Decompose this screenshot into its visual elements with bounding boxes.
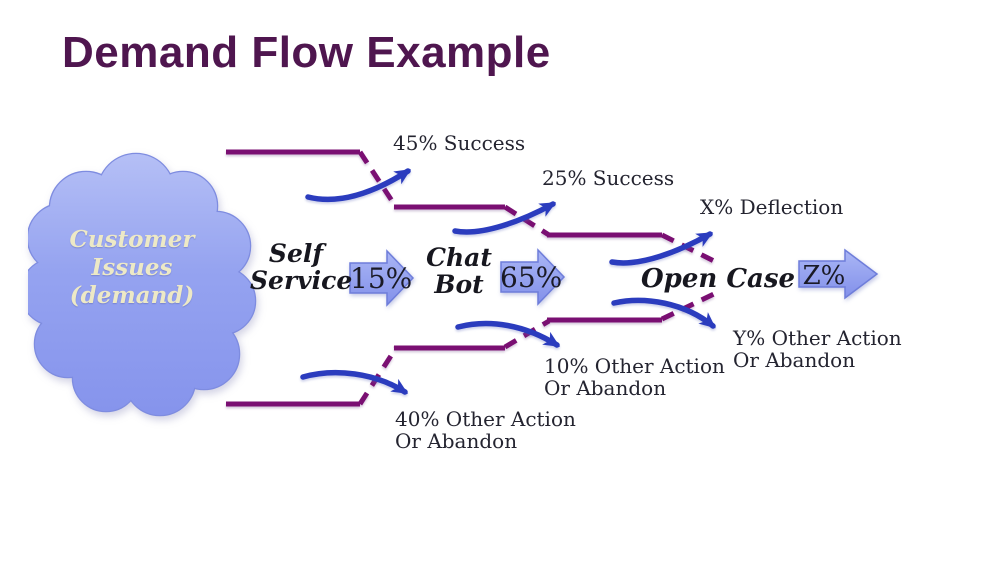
- top-dash-2: [503, 204, 551, 238]
- exit-40-line2: Or Abandon: [395, 429, 518, 453]
- bottom-dash-2: [503, 318, 551, 350]
- chat-bot-line1: Chat: [426, 243, 492, 272]
- exit-y-line2: Or Abandon: [733, 348, 856, 372]
- cloud-label: Customer Issues (demand): [48, 226, 216, 310]
- demand-flow-lines: [226, 149, 718, 407]
- exit-label-10-abandon: 10% Other Action Or Abandon: [544, 355, 725, 399]
- exit-label-x-deflection: X% Deflection: [700, 195, 844, 219]
- cloud-label-line3: (demand): [69, 282, 195, 309]
- exit-40-line1: 40% Other Action: [395, 407, 576, 431]
- page-title: Demand Flow Example: [62, 28, 551, 77]
- transfer-label-z: Z%: [802, 261, 846, 291]
- exit-label-y-abandon: Y% Other Action Or Abandon: [733, 327, 902, 371]
- exit-arrow-x-deflection-icon: [609, 231, 714, 266]
- exit-10-line1: 10% Other Action: [544, 354, 725, 378]
- bottom-dash-3: [660, 290, 718, 322]
- stage-label-self-service: Self Service: [250, 239, 353, 295]
- transfer-label-65: 65%: [500, 261, 563, 294]
- cloud-fill: [28, 154, 255, 415]
- transfer-arrows: [349, 248, 879, 307]
- cloud-label-line2: Issues: [91, 254, 173, 281]
- exit-arrow-25-success-icon: [452, 201, 557, 235]
- exit-arrow-45-success-icon: [305, 168, 412, 203]
- block-arrow-z-icon: [798, 248, 879, 300]
- block-arrow-15-icon: [349, 249, 415, 307]
- exit-arrow-40-abandon-icon: [300, 369, 409, 395]
- exit-arrow-10-abandon-icon: [455, 320, 561, 348]
- top-dash-3: [660, 232, 718, 265]
- bottom-dash-1: [357, 346, 399, 406]
- top-dash-1: [357, 150, 399, 209]
- demand-cloud-shape: [28, 152, 257, 417]
- exit-y-line1: Y% Other Action: [733, 326, 902, 350]
- exit-label-25-success: 25% Success: [542, 166, 675, 190]
- exit-arrow-y-abandon-icon: [611, 297, 716, 329]
- self-service-line2: Service: [250, 266, 353, 295]
- exit-label-45-success: 45% Success: [393, 131, 526, 155]
- cloud-label-line1: Customer: [69, 226, 195, 253]
- exit-10-line2: Or Abandon: [544, 376, 667, 400]
- stage-label-chat-bot: Chat Bot: [420, 244, 498, 298]
- self-service-line1: Self: [268, 239, 324, 268]
- chat-bot-line2: Bot: [434, 270, 484, 299]
- stage-label-open-case: Open Case: [641, 264, 796, 294]
- block-arrow-65-icon: [500, 248, 566, 306]
- transfer-label-15: 15%: [350, 262, 413, 295]
- exit-arrows: [300, 168, 716, 395]
- exit-label-40-abandon: 40% Other Action Or Abandon: [395, 408, 576, 452]
